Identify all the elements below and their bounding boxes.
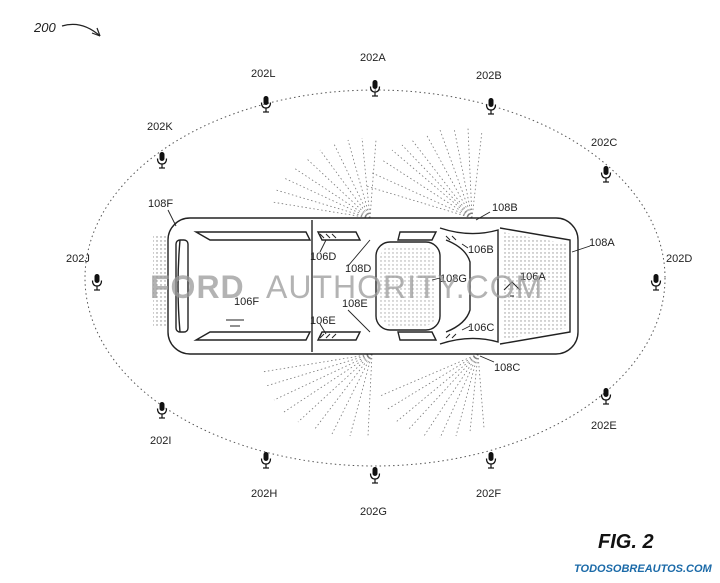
- microphone-202A: 202A: [360, 52, 386, 97]
- microphone-icon: [156, 151, 168, 169]
- microphone-202D: 202D: [650, 253, 692, 291]
- label-108E: 108E: [342, 298, 368, 310]
- reference-arrow: [61, 23, 101, 37]
- mic-label: 202C: [591, 137, 617, 149]
- microphone-icon: [485, 451, 497, 469]
- microphone-202L: 202L: [251, 68, 275, 113]
- label-106E: 106E: [310, 315, 336, 327]
- leader-lines: [167, 209, 591, 363]
- label-106C: 106C: [468, 322, 494, 334]
- watermark-rest: AUTHORITY.COM: [266, 269, 543, 305]
- microphone-icon: [369, 466, 381, 484]
- microphone-202C: 202C: [591, 137, 617, 183]
- microphone-icon: [369, 79, 381, 97]
- microphone-202E: 202E: [591, 387, 617, 432]
- credit-text: TODOSOBREAUTOS.COM: [574, 563, 713, 575]
- mic-label: 202J: [66, 253, 90, 265]
- mic-label: 202A: [360, 52, 386, 64]
- mic-label: 202F: [476, 488, 501, 500]
- label-106D: 106D: [310, 251, 336, 263]
- mic-label: 202B: [476, 70, 502, 82]
- reference-arrowhead: [91, 27, 101, 37]
- microphone-icon: [260, 451, 272, 469]
- microphone-202J: 202J: [66, 253, 103, 291]
- microphone-icon: [156, 401, 168, 419]
- vehicle: [167, 217, 579, 355]
- microphone-202G: 202G: [360, 466, 387, 518]
- mic-label: 202D: [666, 253, 692, 265]
- mic-label: 202H: [251, 488, 277, 500]
- mic-label: 202K: [147, 121, 173, 133]
- watermark: FORD AUTHORITY.COM: [150, 269, 543, 305]
- vehicle-body: [167, 217, 579, 355]
- mic-label: 202L: [251, 68, 275, 80]
- microphone-202K: 202K: [147, 121, 173, 169]
- label-106A: 106A: [520, 271, 546, 283]
- label-108D: 108D: [345, 263, 371, 275]
- label-106B: 106B: [468, 244, 494, 256]
- microphone-icon: [485, 97, 497, 115]
- figure-reference-number: 200: [33, 20, 56, 35]
- label-108B: 108B: [492, 202, 518, 214]
- rear-sensor-field: [153, 236, 167, 326]
- sensor-fields: [261, 127, 485, 439]
- microphone-icon: [600, 387, 612, 405]
- microphone-202H: 202H: [251, 451, 277, 500]
- microphone-icon: [91, 273, 103, 291]
- label-106F: 106F: [234, 296, 259, 308]
- label-108C: 108C: [494, 362, 520, 374]
- mic-label: 202E: [591, 420, 617, 432]
- label-108G: 108G: [440, 273, 467, 285]
- microphone-icon: [260, 95, 272, 113]
- sunroof-array: [380, 246, 436, 326]
- detection-boundary: [84, 89, 666, 467]
- microphone-icon: [600, 165, 612, 183]
- sensor-marks: [226, 233, 521, 339]
- microphone-202B: 202B: [476, 70, 502, 115]
- mic-label: 202G: [360, 506, 387, 518]
- label-108F: 108F: [148, 198, 173, 210]
- microphone-icon: [650, 273, 662, 291]
- watermark-brand: FORD: [150, 269, 245, 305]
- front-sensor-coverage: [502, 232, 568, 340]
- microphone-202I: 202I: [150, 401, 171, 447]
- microphone-202F: 202F: [476, 451, 501, 500]
- mic-label: 202I: [150, 435, 171, 447]
- label-108A: 108A: [589, 237, 615, 249]
- figure-label: FIG. 2: [598, 531, 654, 553]
